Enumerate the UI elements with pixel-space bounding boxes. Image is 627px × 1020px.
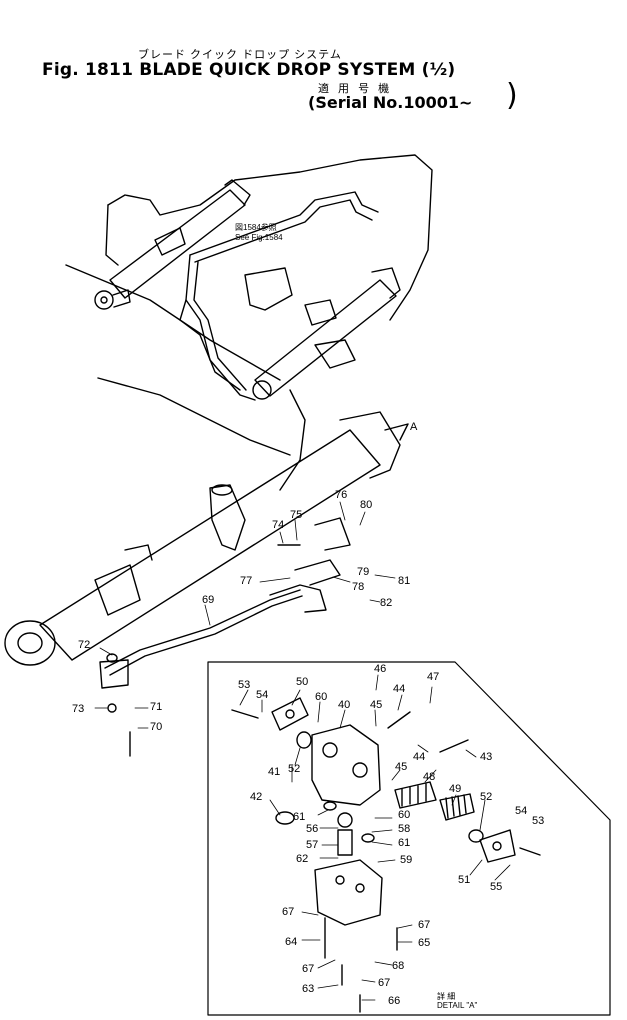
spring-49: [439, 793, 475, 821]
callout-59: 59: [400, 854, 412, 866]
detail-a-caption: 詳 細 DETAIL "A": [437, 992, 477, 1010]
callout-56: 56: [306, 823, 318, 835]
callout-44: 44: [393, 683, 405, 695]
fasteners: [107, 544, 541, 1013]
callout-49: 49: [449, 783, 461, 795]
callout-52-right: 52: [480, 791, 492, 803]
callout-71: 71: [150, 701, 162, 713]
callout-54-right: 54: [515, 805, 527, 817]
callout-43: 43: [480, 751, 492, 763]
callout-78: 78: [352, 581, 364, 593]
left-lift-cylinder: [94, 179, 251, 310]
callout-50: 50: [296, 676, 308, 688]
cover-51: [479, 829, 516, 863]
blade-cylinder: [4, 411, 409, 666]
reference-canister: [244, 267, 293, 311]
valve-body-40: [311, 724, 381, 806]
callout-69: 69: [202, 594, 214, 606]
callout-48: 48: [423, 771, 435, 783]
callout-58: 58: [398, 823, 410, 835]
reference-note-jp: 図1584参照: [235, 222, 277, 232]
callout-42: 42: [250, 791, 262, 803]
pipe-69: [99, 517, 351, 689]
callout-41: 41: [268, 766, 280, 778]
callout-72: 72: [78, 639, 90, 651]
spool-48: [394, 781, 437, 809]
callout-61: 61: [293, 811, 305, 823]
callout-67-d: 67: [378, 977, 390, 989]
figure-title: Fig. 1811 BLADE QUICK DROP SYSTEM (½): [42, 60, 456, 80]
callout-54: 54: [256, 689, 268, 701]
callout-55: 55: [490, 881, 502, 893]
callout-70: 70: [150, 721, 162, 733]
block-59: [314, 859, 383, 926]
callout-75: 75: [290, 509, 302, 521]
callout-67-a: 67: [282, 906, 294, 918]
serial-close-paren: ): [506, 78, 518, 113]
callout-53: 53: [238, 679, 250, 691]
callout-68: 68: [392, 960, 404, 972]
callout-53-right: 53: [532, 815, 544, 827]
callout-60: 60: [315, 691, 327, 703]
callout-81: 81: [398, 575, 410, 587]
callout-80: 80: [360, 499, 372, 511]
callout-65: 65: [418, 937, 430, 949]
callout-51: 51: [458, 874, 470, 886]
callout-44-lower: 44: [413, 751, 425, 763]
detail-a-frame: [207, 661, 611, 1016]
right-lift-cylinder: [252, 267, 401, 400]
callout-46: 46: [374, 663, 386, 675]
serial-japanese-label: 適 用 号 機: [318, 83, 393, 95]
callout-60-lower: 60: [398, 809, 410, 821]
leader-lines: [94, 501, 511, 1001]
callout-45: 45: [370, 699, 382, 711]
detail-marker-a: A: [410, 421, 418, 433]
o-rings: [106, 653, 484, 843]
cover-50: [271, 697, 309, 731]
callout-74: 74: [272, 519, 284, 531]
callout-45-lower: 45: [395, 761, 407, 773]
callout-82: 82: [380, 597, 392, 609]
detail-a-caption-jp: 詳 細: [437, 992, 456, 1001]
callout-77: 77: [240, 575, 252, 587]
tractor-body-outline: [65, 154, 433, 491]
callout-52-left: 52: [288, 763, 300, 775]
callout-67-c: 67: [302, 963, 314, 975]
callout-76: 76: [335, 489, 347, 501]
detail-a-caption-label: DETAIL "A": [437, 1001, 478, 1010]
callout-66: 66: [388, 995, 400, 1007]
callout-67-b: 67: [418, 919, 430, 931]
callout-40: 40: [338, 699, 350, 711]
callout-47: 47: [427, 671, 439, 683]
japanese-title: ブレード クイック ドロップ システム: [138, 49, 342, 61]
callout-73: 73: [72, 703, 84, 715]
hydraulic-piping: [179, 191, 379, 401]
callout-63: 63: [302, 983, 314, 995]
serial-number: (Serial No.10001~: [308, 93, 473, 112]
callout-64: 64: [285, 936, 297, 948]
callout-57: 57: [306, 839, 318, 851]
callout-61-lower: 61: [398, 837, 410, 849]
reference-note-fig: See Fig.1584: [235, 233, 283, 242]
part-callouts: 76 80 74 75 79 81 77 78 82 69 72 73 71 7…: [72, 489, 544, 1007]
callout-62: 62: [296, 853, 308, 865]
callout-79: 79: [357, 566, 369, 578]
